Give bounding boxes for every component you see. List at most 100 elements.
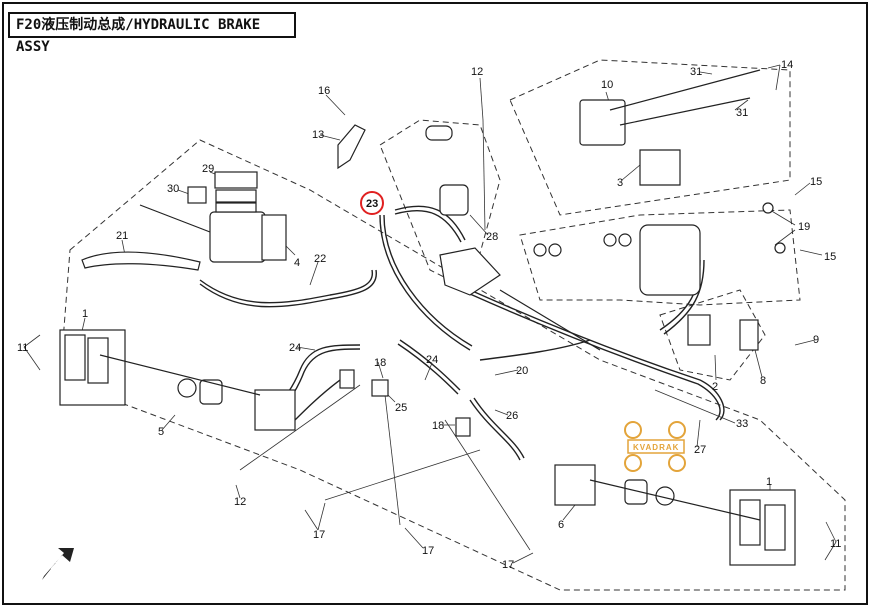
callout-14: 14 [781, 59, 793, 71]
callout-2: 2 [712, 381, 718, 393]
hose-23 [379, 214, 471, 351]
pad-8 [739, 319, 759, 351]
pad-left-b [87, 337, 109, 384]
rear-master-body [439, 247, 501, 296]
leader-11b [825, 521, 837, 543]
callout-16: 16 [318, 85, 330, 97]
brake-rod-diag [384, 394, 401, 526]
brake-rod-left [239, 384, 361, 471]
highlight-ring-23 [360, 191, 384, 215]
callout-1b: 1 [766, 476, 772, 488]
hose-22 [199, 269, 373, 304]
brake-rod-lower [324, 449, 481, 501]
hose-22-inner [199, 269, 377, 308]
callout-21: 21 [116, 230, 128, 242]
reservoir-diaphragm [215, 189, 257, 203]
callout-11a: 11 [17, 342, 28, 354]
caliper-6-pin [589, 479, 761, 521]
hose-rear-long-inner [469, 293, 721, 421]
leader-12b [235, 484, 241, 499]
watermark-logo: KVADRAK [624, 421, 686, 472]
oring-a [533, 243, 547, 257]
seal-left [177, 378, 197, 398]
hose-right-caliper-inner [473, 397, 525, 459]
callout-10: 10 [601, 79, 613, 91]
leader-11b-b [824, 541, 837, 561]
callout-26: 26 [506, 410, 518, 422]
hose-rear-long [469, 289, 725, 421]
hose-24-right [399, 339, 461, 391]
callout-15b: 15 [824, 251, 836, 263]
pad-2 [687, 314, 711, 346]
leader-24a [296, 346, 316, 351]
junction-block [339, 369, 355, 389]
piston-rod [139, 204, 211, 233]
rear-master-group-outline [519, 209, 801, 306]
callout-11b: 11 [830, 538, 841, 550]
bracket-13 [337, 124, 366, 170]
oring-b [548, 243, 562, 257]
leader-9 [794, 339, 816, 346]
leader-26 [494, 409, 509, 416]
group-outlines [59, 59, 846, 591]
washer-19b [774, 242, 786, 254]
piston-right [624, 479, 648, 505]
leader-31a [699, 71, 713, 75]
reservoir-plate [215, 202, 257, 213]
leader-5 [161, 414, 176, 431]
leader-18a [377, 361, 384, 379]
hose-center-right [479, 339, 591, 361]
callout-20: 20 [516, 365, 528, 377]
tee-fitting-18b [455, 417, 471, 437]
callout-19: 19 [798, 221, 810, 233]
callout-4: 4 [294, 257, 300, 269]
rear-master-reservoir-cap [425, 125, 453, 141]
callout-18a: 18 [374, 357, 386, 369]
pad-right-a [739, 499, 761, 546]
callout-31a: 31 [690, 66, 702, 78]
pad-left-a [64, 334, 86, 381]
callout-23: 23 [366, 198, 378, 210]
leader-16 [325, 94, 346, 116]
callout-12b: 12 [234, 496, 246, 508]
callout-33: 33 [736, 418, 748, 430]
callout-17b: 17 [422, 545, 434, 557]
caliper-5-body [254, 389, 296, 431]
clamp-4 [261, 214, 287, 261]
leader-28 [469, 214, 489, 236]
callout-15a: 15 [810, 176, 822, 188]
fwd-arrow-icon: FWD [42, 548, 74, 580]
rear-caliper-10 [579, 99, 626, 146]
pushrod [499, 289, 601, 351]
reservoir-cover [214, 171, 258, 189]
leader-17a-b [317, 502, 326, 531]
callout-24b: 24 [426, 354, 438, 366]
leader-19a [769, 209, 796, 226]
leader-17a [304, 509, 319, 531]
leader-20 [494, 369, 519, 376]
callout-9: 9 [813, 334, 819, 346]
leader-13 [319, 134, 341, 141]
rear-caliper-group-outline [509, 59, 791, 216]
hose-rear-upper-inner [663, 259, 705, 335]
callout-17c: 17 [502, 559, 514, 571]
leader-33 [654, 389, 736, 424]
leader-27 [696, 419, 701, 448]
diagram-title: F20液压制动总成/HYDRAULIC BRAKE ASSY [8, 12, 296, 55]
caliper-6-body [554, 464, 596, 506]
leader-17c [512, 552, 534, 564]
leader-2 [714, 354, 717, 381]
caliper-5-pin [99, 354, 261, 396]
callout-18b: 18 [432, 420, 444, 432]
rear-caliper-pin-a [609, 69, 761, 111]
callout-numbers: 1 1 2 3 4 5 6 8 9 10 11 11 12 12 13 14 1… [17, 59, 841, 571]
leader-11a-b [23, 346, 41, 371]
callout-3: 3 [617, 177, 623, 189]
washer-19a [762, 202, 774, 214]
label-30-sheet [187, 186, 207, 204]
brake-lever-21 [81, 251, 201, 271]
leader-14 [767, 64, 781, 69]
pad-right-b [764, 504, 786, 551]
